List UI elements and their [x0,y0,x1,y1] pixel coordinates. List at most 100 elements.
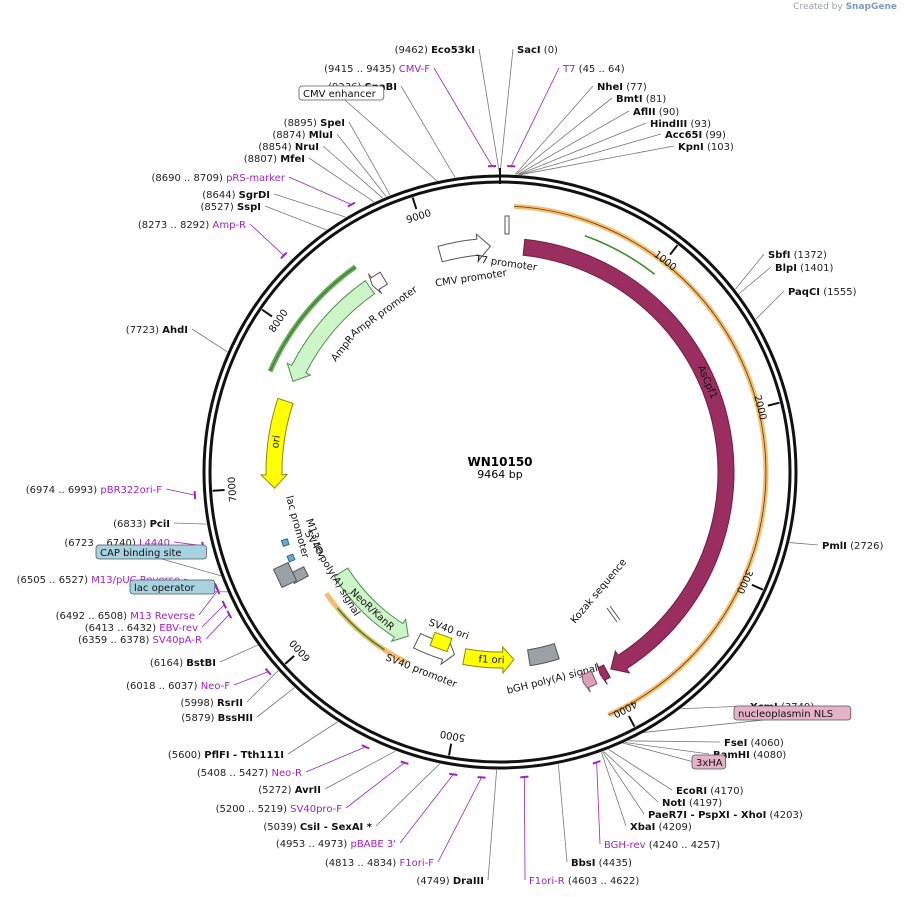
label-name: SpeI [320,118,345,129]
tick-mark-2000 [767,401,780,407]
label-position: (6833) [113,519,146,530]
primer-label-amp-r: (8273 .. 8292) Amp-R [138,220,246,231]
primer-label-bgh-rev: BGH-rev (4240 .. 4257) [604,840,720,851]
label-position: (4080) [753,750,786,761]
box-label-nucleoplasmin-nls: nucleoplasmin NLS [738,709,833,720]
leader-cap-binding-site [151,555,224,577]
site-label-bbsi: BbsI (4435) [571,858,632,869]
sv40-ori-box [429,631,453,653]
label-position: (1401) [800,263,833,274]
leader-ecori [608,749,673,791]
leader-nrui [322,145,383,199]
label-name: pBR322ori-F [100,485,162,496]
site-label-bstbi: (6164) BstBI [150,658,216,669]
tick-mark-9000 [411,197,418,210]
leader-draiii [487,769,498,881]
site-label-ecori: EcoRI (4170) [676,786,744,797]
primer-label-pbabe-3: (4953 .. 4973) pBABE 3' [276,839,396,850]
box-cap-binding-site [95,544,207,560]
box-nucleoplasmin-nls [733,705,852,721]
site-label-ahdi: (7723) AhdI [126,325,188,336]
label-name: SacI [517,45,541,56]
kozak-mark-1 [606,607,618,623]
feature-neor-kanr [333,567,409,643]
feature-label-ampr: AmpR [329,334,356,364]
leader-spei [348,121,391,196]
leader-sv40pa-r [205,614,230,640]
label-position: (77) [626,82,647,93]
leader-bamhi [624,742,710,755]
primer-mark-pbr322ori-f [193,491,197,500]
label-name: Amp-R [213,220,247,231]
label-name: F1ori-F [400,858,435,869]
leader-amp-r [249,223,285,256]
leader-f1ori-r [523,777,526,881]
label-name: PmlI [822,541,847,552]
label-name: BssHII [218,713,253,724]
label-position: (5200 .. 5219) [216,804,288,815]
label-name: L4440 [139,538,170,549]
primer-mark-pbabe-3 [449,772,458,776]
plasmid-size: 9464 bp [477,468,522,481]
tick-label-4000: 4000 [611,698,639,720]
label-name: pRS-marker [226,173,286,184]
feature-m13-rev [286,553,296,563]
primer-mark-amp-r [280,251,288,260]
primer-label-f1ori-r: F1ori-R (4603 .. 4622) [529,876,639,887]
feature-label-cmv-promoter: CMV promoter [435,268,509,290]
label-name: HindIII [650,119,687,130]
label-name: BlpI [775,263,797,274]
primer-arrow-0 [584,235,656,275]
feature-f1-ori [462,645,515,675]
label-name: NruI [295,142,319,153]
label-position: (45 .. 64) [579,64,625,75]
label-position: (4435) [599,858,632,869]
primer-label-m13-reverse: (6492 .. 6508) M13 Reverse [56,611,195,622]
leader-sspi [264,205,327,231]
site-label-bmti: BmtI (81) [616,94,666,105]
tick-label-8000: 8000 [267,308,290,335]
leader-f1ori-f [437,777,482,863]
site-label-kpni: KpnI (103) [678,142,734,153]
label-name: SbfI [768,250,790,261]
t7-promoter-box [504,215,510,235]
box-label-cap-binding-site: CAP binding site [100,548,182,559]
site-label-eco53ki: (9462) Eco53kI [395,45,475,56]
leader-eco53ki [478,48,500,175]
leader-saci [499,48,514,175]
label-name: MluI [309,130,333,141]
site-label-pmli: PmlI (2726) [822,541,883,552]
tick-label-3000: 3000 [734,567,754,595]
tick-mark-4000 [628,715,636,728]
leader-paqci [755,290,785,320]
feature-ascpf1 [522,238,735,674]
label-position: (2726) [850,541,883,552]
primer-mark-sv40pa-r [226,610,233,619]
primer-mark-ebv-rev [221,600,227,609]
label-position: (4813 .. 4834) [325,858,397,869]
primer-label-neo-f: (6018 .. 6037) Neo-F [126,681,230,692]
free-label-kozak-sequence: Kozak sequence [569,557,629,626]
site-label-sgrdi: (8644) SgrDI [202,190,270,201]
site-label-sbfi: SbfI (1372) [768,250,827,261]
leader-csii-sexai [375,763,440,827]
tick-mark-7000 [212,488,225,492]
label-name: EBV-rev [159,623,198,634]
leader-pmli [789,542,819,546]
label-name: DraIII [453,876,484,887]
primer-label-t7: T7 (45 .. 64) [562,64,625,75]
box-3xha [691,754,726,770]
label-position: (5879) [181,713,214,724]
label-position: (5408 .. 5427) [197,768,269,779]
outer-arc-line [514,206,767,716]
leader-avrii [324,750,396,790]
label-name: AhdI [162,325,188,336]
tick-mark-6000 [284,655,295,665]
label-position: (6723 .. 6740) [64,538,136,549]
primer-mark-neo-r [361,744,370,750]
leader-mfei [308,157,375,203]
label-name: MfeI [280,154,305,165]
site-label-fsei: FseI (4060) [724,738,784,749]
